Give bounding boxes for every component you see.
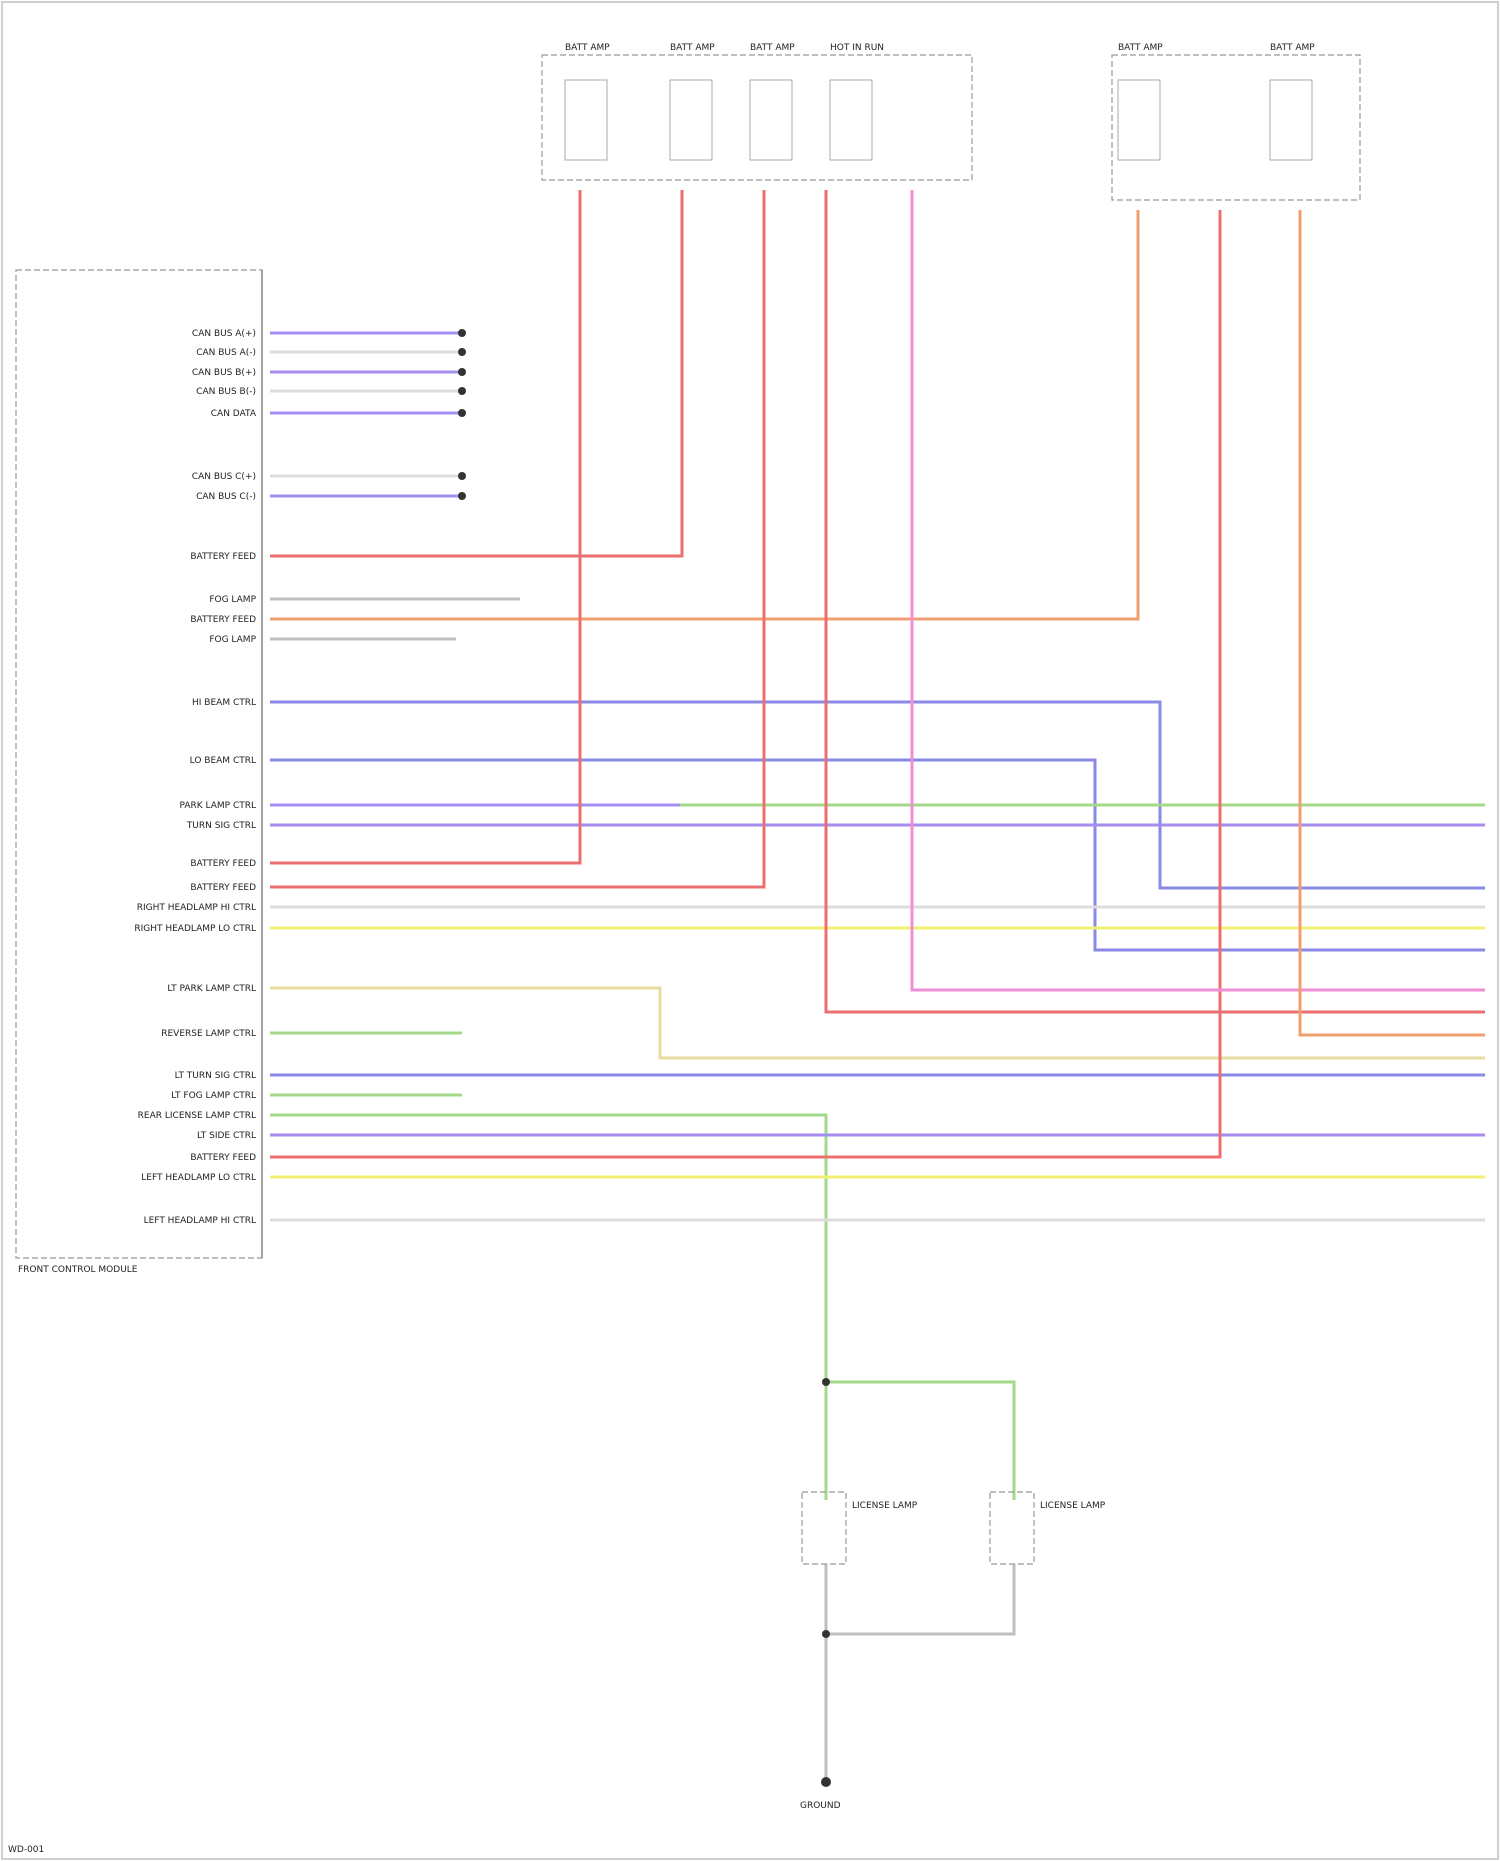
wire-green	[270, 1115, 826, 1500]
wire-gold	[270, 988, 1485, 1058]
module-title: FRONT CONTROL MODULE	[18, 1265, 138, 1275]
wire-red	[270, 190, 764, 887]
wires	[270, 190, 1485, 1782]
lamp-left-label: LICENSE LAMP	[852, 1501, 918, 1511]
license-lamp-right	[990, 1492, 1034, 1564]
fuse-box	[830, 80, 872, 160]
pin-label: REVERSE LAMP CTRL	[161, 1029, 256, 1039]
pin-label: REAR LICENSE LAMP CTRL	[138, 1111, 256, 1121]
connector-dot	[458, 348, 466, 356]
pin-label: FOG LAMP	[209, 635, 256, 645]
fuse-group: BATT AMP BATT AMP BATT AMP HOT IN RUN BATT A…	[565, 43, 1315, 160]
connector-dot	[458, 368, 466, 376]
splice-dot	[822, 1630, 830, 1638]
connector-dot	[458, 387, 466, 395]
wire-orange	[1300, 210, 1485, 1035]
footer-code: WD-001	[8, 1845, 44, 1855]
pin-label: CAN BUS A(-)	[196, 348, 256, 358]
fuse-box	[670, 80, 712, 160]
pin-label: LEFT HEADLAMP HI CTRL	[144, 1216, 256, 1226]
pin-label: HI BEAM CTRL	[192, 698, 256, 708]
pin-label: LO BEAM CTRL	[190, 756, 256, 766]
fuse-box	[1270, 80, 1312, 160]
ground-dot	[821, 1777, 831, 1787]
pin-label: CAN DATA	[211, 409, 257, 419]
pin-label: RIGHT HEADLAMP HI CTRL	[137, 903, 256, 913]
fuse-box	[1118, 80, 1160, 160]
pin-label: LT SIDE CTRL	[197, 1131, 256, 1141]
pin-label: CAN BUS B(-)	[196, 387, 256, 397]
pin-label: TURN SIG CTRL	[186, 821, 256, 831]
ground-label: GROUND	[800, 1801, 841, 1811]
pin-labels: CAN BUS A(+) CAN BUS A(-) CAN BUS B(+) CAN …	[134, 329, 257, 1226]
wire-blue	[270, 702, 1485, 888]
wire-green	[826, 1382, 1014, 1500]
splice-dot	[822, 1378, 830, 1386]
wire-blue	[270, 760, 1485, 950]
pin-label: LT FOG LAMP CTRL	[171, 1091, 256, 1101]
fuse-label: BATT AMP	[750, 43, 795, 53]
fuse-label: BATT AMP	[1270, 43, 1315, 53]
pin-label: CAN BUS C(+)	[192, 472, 256, 482]
pin-label: BATTERY FEED	[190, 859, 256, 869]
pin-label: CAN BUS A(+)	[192, 329, 256, 339]
fuse-box	[750, 80, 792, 160]
pin-label: BATTERY FEED	[190, 883, 256, 893]
connector-dot	[458, 492, 466, 500]
fuse-label: BATT AMP	[565, 43, 610, 53]
pin-label: BATTERY FEED	[190, 1153, 256, 1163]
pin-label: LEFT HEADLAMP LO CTRL	[141, 1173, 256, 1183]
pin-label: BATTERY FEED	[190, 615, 256, 625]
connector-dot	[458, 329, 466, 337]
power-distribution-box-right	[1112, 55, 1360, 200]
pin-label: PARK LAMP CTRL	[179, 801, 256, 811]
fuse-label: HOT IN RUN	[830, 43, 884, 53]
fuse-label: BATT AMP	[1118, 43, 1163, 53]
wire-gray	[826, 1564, 1014, 1634]
pin-label: CAN BUS C(-)	[196, 492, 256, 502]
lamp-right-label: LICENSE LAMP	[1040, 1501, 1106, 1511]
wire-red	[270, 190, 580, 863]
wire-pink	[912, 190, 1485, 990]
connector-dot	[458, 409, 466, 417]
pin-label: RIGHT HEADLAMP LO CTRL	[134, 924, 256, 934]
pin-label: BATTERY FEED	[190, 552, 256, 562]
pin-label: CAN BUS B(+)	[192, 368, 256, 378]
license-lamp-left	[802, 1492, 846, 1564]
pin-label: LT PARK LAMP CTRL	[167, 984, 256, 994]
fuse-box	[565, 80, 607, 160]
connector-dot	[458, 472, 466, 480]
pin-label: FOG LAMP	[209, 595, 256, 605]
pin-label: LT TURN SIG CTRL	[175, 1071, 256, 1081]
fuse-label: BATT AMP	[670, 43, 715, 53]
